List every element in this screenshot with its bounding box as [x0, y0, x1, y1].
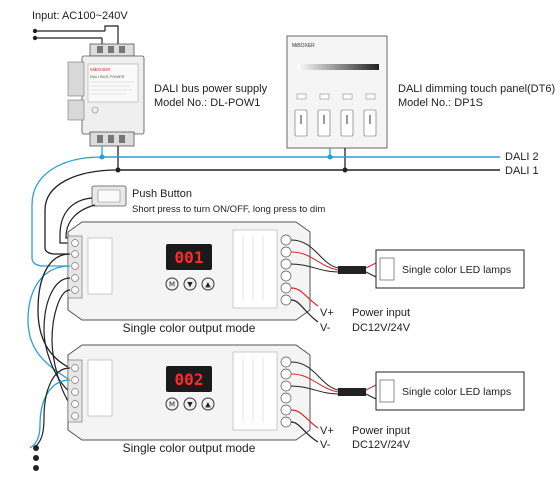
power-supply-brand: MiBOXER	[90, 67, 111, 72]
down-icon: ▼	[187, 281, 193, 289]
display-screen	[166, 366, 212, 392]
push-button-desc: Short press to turn ON/OFF, long press t…	[132, 204, 325, 215]
controller-1-down-button[interactable]: ▼	[183, 277, 197, 291]
lamp-box-2	[375, 371, 525, 411]
controller-1-vminus: V-	[320, 322, 331, 334]
touch-panel-model: Model No.: DP1S	[398, 97, 483, 109]
controller-1-m-button[interactable]: M	[165, 277, 179, 291]
continuation-dot	[33, 445, 39, 451]
controller-2-up-button[interactable]: ▲	[201, 397, 215, 411]
m-button-label: M	[169, 281, 175, 289]
push-button-title: Push Button	[132, 188, 192, 200]
controller-2-lamps: Single color LED lamps	[402, 386, 511, 398]
address-display: 001	[175, 248, 204, 267]
controller-2-m-button[interactable]: M	[165, 397, 179, 411]
controller-2-mode: Single color output mode	[123, 441, 256, 455]
up-icon: ▲	[205, 401, 211, 409]
up-icon: ▲	[205, 281, 211, 289]
controller-1-output-wires	[290, 239, 379, 323]
input-label: Input: AC100~240V	[32, 10, 128, 22]
controller-1-up-button[interactable]: ▲	[201, 277, 215, 291]
controller-2-device: 002	[67, 344, 311, 441]
dali1-label: DALI 1	[505, 165, 539, 177]
power-supply-device-text: DALI BUS POWER	[90, 74, 125, 79]
controller-1-mode: Single color output mode	[123, 321, 256, 335]
touch-panel-brand: MiBOXER	[292, 43, 315, 49]
controller-2-down-button[interactable]: ▼	[183, 397, 197, 411]
dali-power-supply-device: MiBOXER DALI BUS POWER	[67, 43, 145, 147]
controller-2-output-wires	[290, 361, 379, 443]
ac-terminal-dot	[32, 28, 38, 34]
push-button-device	[91, 185, 127, 207]
controller-2-vplus: V+	[320, 425, 334, 437]
touch-panel-device: MiBOXER	[286, 35, 388, 149]
continuation-dot	[33, 455, 39, 461]
brightness-slider-bar	[297, 64, 379, 70]
touch-panel-title: DALI dimming touch panel(DT6)	[398, 83, 555, 95]
power-supply-model: Model No.: DL-POW1	[154, 97, 260, 109]
dali2-label: DALI 2	[505, 151, 539, 163]
controller-2-power-spec: DC12V/24V	[352, 439, 411, 451]
down-icon: ▼	[187, 401, 193, 409]
address-display: 002	[175, 370, 204, 389]
power-supply-title: DALI bus power supply	[154, 83, 268, 95]
controller-1-power-title: Power input	[352, 307, 410, 319]
m-button-label: M	[169, 401, 175, 409]
controller-2-vminus: V-	[320, 439, 331, 451]
controller-1-vplus: V+	[320, 307, 334, 319]
controller-1-power-spec: DC12V/24V	[352, 322, 411, 334]
continuation-dot	[33, 465, 39, 471]
lamp-box-1	[375, 249, 525, 289]
ac-terminal-dot	[32, 35, 38, 41]
display-screen	[166, 244, 212, 270]
controller-1-lamps: Single color LED lamps	[402, 264, 511, 276]
controller-2-power-title: Power input	[352, 425, 410, 437]
controller-1-device: 001	[67, 221, 311, 321]
